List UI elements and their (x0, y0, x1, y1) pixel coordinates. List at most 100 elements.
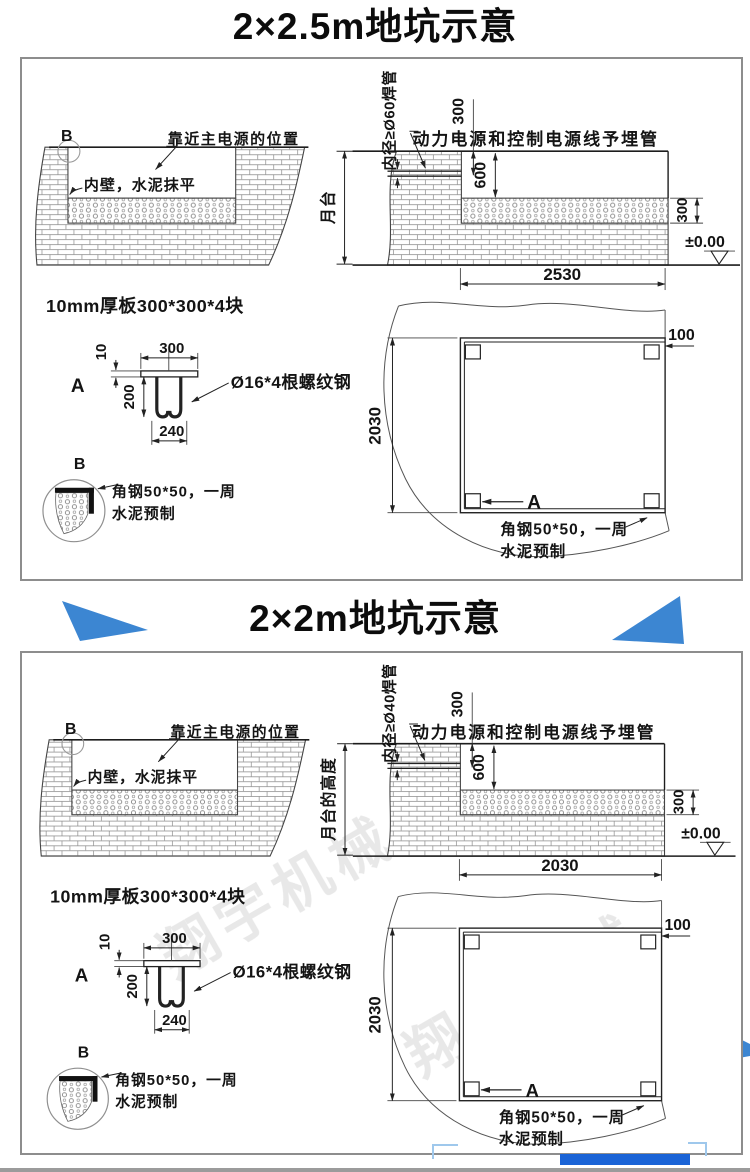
angle-steel (59, 1076, 98, 1081)
plate-title: 10mm厚板300*300*4块 (50, 885, 245, 906)
rebar-hook (155, 376, 170, 419)
dim-thickness: 10 (97, 934, 113, 950)
anchor-plate (640, 934, 657, 950)
dim-thickness: 10 (93, 344, 110, 361)
detail-b-label: B (65, 721, 76, 738)
anchor-plate-section (143, 960, 201, 968)
dim-pipe-depth: 300 (449, 691, 466, 718)
embed-note-leader (410, 133, 426, 169)
dim-pit-depth: 600 (471, 754, 488, 781)
pit-cavity (71, 739, 239, 791)
dim-pipe-depth: 300 (450, 98, 467, 125)
inner-wall-leader (69, 186, 83, 195)
dim-pit-depth: 600 (472, 162, 489, 189)
detail-a-label: A (525, 1080, 539, 1101)
pit-section-view: 内径≥Ø60焊管 动力电源和控制电源线予埋管 300 600 300 ±0.00… (352, 70, 741, 291)
dim-plan-height: 2030 (366, 407, 385, 445)
detail-b-label: B (74, 456, 86, 473)
pit-drawing: 翔宇机械 翔宇机械 B 靠近主电源的位置 内壁，水泥抹平 月台的高度 内径≥Ø4… (39, 664, 736, 1148)
detail-b-label: B (61, 128, 73, 145)
dim-hook-length: 200 (121, 384, 138, 409)
anchor-plate (464, 493, 481, 509)
detail-b-marker (57, 139, 81, 163)
pit-plan-outline (459, 337, 666, 514)
dim-slab: 300 (671, 790, 687, 815)
anchor-plate (643, 493, 660, 509)
rebar-hook (158, 966, 173, 1008)
gravel-slab (460, 197, 669, 224)
bdetail-line2: 水泥预制 (112, 505, 176, 523)
datum-label: ±0.00 (681, 825, 721, 842)
bdetail-leader (97, 484, 117, 490)
dim-width: 2530 (543, 265, 581, 284)
bdetail-line2: 水泥预制 (115, 1093, 178, 1111)
pipe-note-label: 内径≥Ø40焊管 (380, 664, 398, 763)
concrete-fill (55, 492, 89, 535)
dim-slab: 300 (674, 198, 691, 223)
break-cloud (398, 892, 662, 903)
bdetail-leader (100, 1072, 121, 1078)
rebar-leader (191, 382, 229, 403)
embed-note-leader (409, 725, 426, 761)
detail-a-label: A (527, 493, 541, 514)
pit-side-view: B 靠近主电源的位置 内壁，水泥抹平 (39, 721, 310, 857)
dim-hook-length: 200 (125, 974, 141, 999)
anchor-plate (463, 934, 480, 950)
dim-offset: 100 (665, 917, 692, 934)
detail-b-circle (46, 1067, 109, 1130)
rebar-label: Ø16*4根螺纹钢 (233, 961, 352, 981)
dim-plate-width: 300 (162, 931, 187, 947)
blue-bar (560, 1154, 690, 1165)
corner-detail: B 角钢50*50，一周 水泥预制 (42, 456, 236, 543)
bdetail-line1: 角钢50*50，一周 (112, 483, 236, 501)
section-panel-2x2m: 翔宇机械 翔宇机械 B 靠近主电源的位置 内壁，水泥抹平 月台的高度 内径≥Ø4… (20, 651, 743, 1155)
blue-triangle-left (62, 601, 148, 641)
plan-view: 2030 100 A 角钢50*50，一周 水泥预制 (366, 892, 692, 1148)
pit-section-view: 内径≥Ø40焊管 动力电源和控制电源线予埋管 300 600 300 ±0.00… (352, 664, 736, 881)
datum-icon (705, 841, 725, 857)
rebar-hook (168, 376, 183, 419)
near-power-label: 靠近主电源的位置 (168, 130, 300, 148)
platform-label: 月台 (319, 190, 338, 225)
embed-note-label: 动力电源和控制电源线予埋管 (412, 722, 655, 742)
bdetail-line1: 角钢50*50，一周 (115, 1071, 237, 1089)
embed-note-label: 动力电源和控制电源线予埋管 (412, 129, 659, 149)
datum-label: ±0.00 (685, 234, 725, 251)
plan-note-leader (620, 1105, 645, 1116)
blue-triangle-right (612, 596, 684, 644)
near-power-leader (157, 738, 181, 763)
near-power-leader (155, 145, 178, 170)
datum-icon (710, 250, 730, 266)
plan-note-line2: 水泥预制 (499, 1130, 564, 1148)
dim-hook-spacing: 240 (162, 1013, 187, 1029)
corner-detail: B 角钢50*50，一周 水泥预制 (46, 1044, 237, 1130)
pipe-note-label: 内径≥Ø60焊管 (380, 70, 398, 170)
rebar-leader (193, 972, 231, 992)
pit-plan-inner (462, 931, 662, 1098)
pit-gravel-layer (67, 197, 237, 224)
dim-platform: 月台 (319, 150, 353, 265)
crop-bracket-right (688, 1142, 707, 1156)
pit-cavity (67, 146, 237, 199)
page-bottom-divider (0, 1168, 750, 1172)
anchor-plate (643, 344, 660, 360)
dim-hook-spacing: 240 (159, 423, 184, 440)
angle-steel (54, 487, 94, 493)
inner-wall-label: 内壁，水泥抹平 (84, 176, 196, 194)
pit-plan-inner (463, 341, 666, 510)
break-cloud (383, 896, 666, 1145)
crop-bracket-left (432, 1144, 458, 1159)
angle-steel (92, 1076, 98, 1102)
plan-note-line2: 水泥预制 (500, 542, 566, 561)
pit-gravel-layer (71, 789, 239, 816)
platform-label: 月台的高度 (319, 757, 338, 842)
plate-detail: 10mm厚板300*300*4块 A 10 300 200 240 Ø16*4根… (50, 885, 352, 1034)
concrete-fill (59, 1080, 92, 1122)
dim-offset: 100 (668, 327, 695, 344)
plan-note-leader (623, 517, 648, 529)
break-cloud (398, 301, 666, 312)
pit-plan-outline (458, 927, 663, 1102)
dim-plan-height: 2030 (366, 996, 385, 1033)
page-title-pit-2x2m: 2×2m地坑示意 (249, 598, 501, 639)
near-power-label: 靠近主电源的位置 (170, 723, 300, 741)
